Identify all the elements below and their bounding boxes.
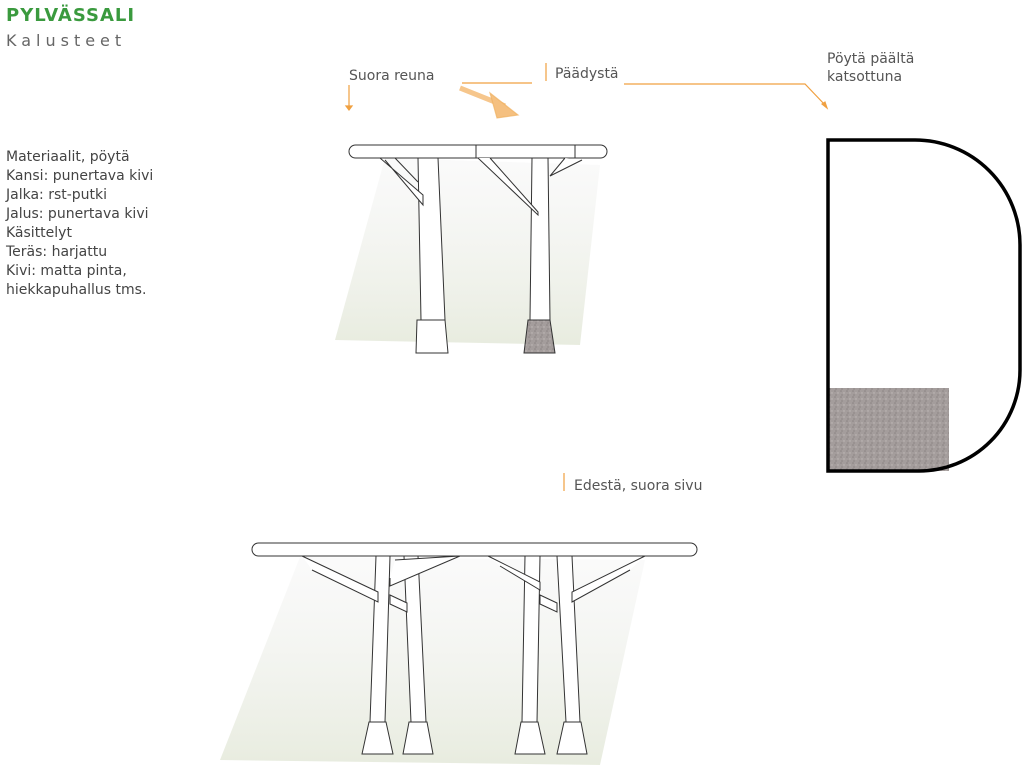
materials-line: Kansi: punertava kivi [6,168,154,184]
page-title: PYLVÄSSALI [6,5,136,26]
materials-line: Teräs: harjattu [6,244,108,260]
materials-line: Kivi: matta pinta, [6,263,127,279]
page-subtitle: Kalusteet [6,31,127,50]
label-straight-edge: Suora reuna [349,68,435,84]
materials-line: Käsittelyt [6,225,72,241]
label-top-view-line1: Pöytä päältä [827,51,915,67]
materials-line: hiekkapuhallus tms. [6,282,147,298]
label-front-view: Edestä, suora sivu [574,478,703,494]
materials-line: Materiaalit, pöytä [6,149,130,165]
materials-list: Materiaalit, pöytä Kansi: punertava kivi… [6,148,153,300]
table-top-view [826,138,1022,473]
table-end-view [335,144,608,354]
annotation-arrows [344,63,829,491]
materials-line: Jalka: rst-putki [6,187,108,203]
label-top-view-line2: katsottuna [827,69,903,85]
label-from-end: Päädystä [555,66,619,82]
materials-line: Jalus: punertava kivi [6,206,149,222]
table-front-view [220,542,698,765]
